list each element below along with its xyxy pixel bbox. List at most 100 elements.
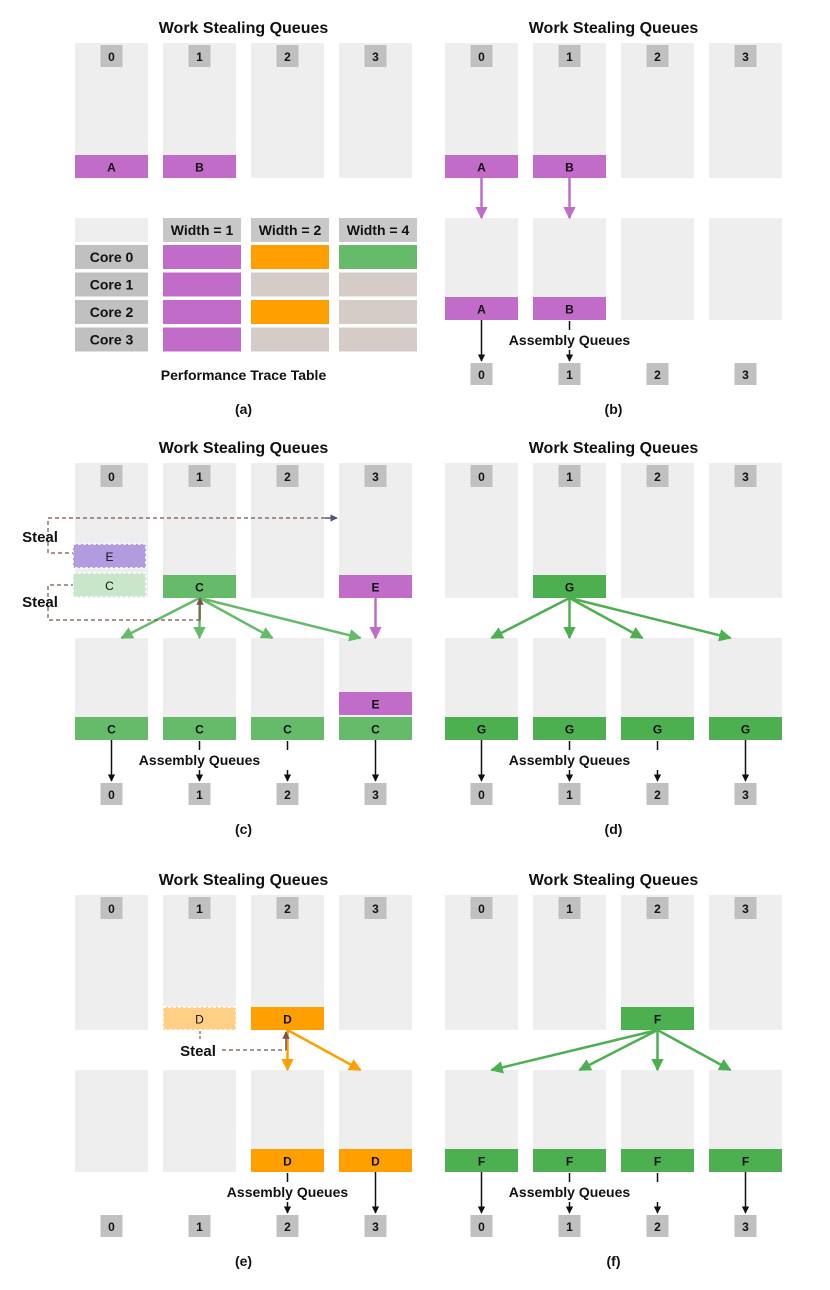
queue-id-badge (734, 465, 757, 487)
queue-id-badge (470, 897, 493, 919)
task-c-bar (163, 575, 236, 598)
task-a-label: A (107, 161, 116, 175)
assembled-task-a-bar (445, 297, 518, 320)
queue-id-badge (734, 897, 757, 919)
assembled-task-d-bar (339, 1149, 412, 1172)
task-g-bar (533, 575, 606, 598)
task-b-bar (163, 155, 236, 178)
assembled-task-f-label: F (742, 1155, 749, 1169)
assembled-task-f-label: F (566, 1155, 573, 1169)
table-header-cell (163, 218, 241, 242)
assembled-task-f-label: F (654, 1155, 661, 1169)
queue-id-badge (188, 783, 211, 805)
queue-id-badge (276, 45, 299, 67)
table-header-cell (251, 218, 329, 242)
queue-id-badge (276, 897, 299, 919)
panel-title: Work Stealing Queues (529, 872, 699, 889)
queue-id-label: 2 (654, 1220, 661, 1234)
steal-label: Steal (22, 529, 58, 546)
queue-id-label: 2 (654, 788, 661, 802)
queue-id-badge (276, 1215, 299, 1237)
steal-annotations-e: Steal (180, 1031, 290, 1060)
table-cell-empty (339, 272, 417, 297)
queue-id-badge (558, 1215, 581, 1237)
assembled-task-c-label: C (195, 723, 204, 737)
assembled-task-g-label: G (741, 723, 750, 737)
dispatch-flow-arrow (656, 1028, 732, 1072)
task-b-bar (533, 155, 606, 178)
queue-id-label: 3 (372, 902, 379, 916)
panel-caption: (e) (235, 1253, 252, 1269)
steal-label: Steal (180, 1043, 216, 1060)
assembled-task-g-label: G (565, 723, 574, 737)
table-corner-cell (75, 218, 148, 242)
table-header-label: Width = 1 (171, 222, 234, 238)
assembled-task-d-label: D (371, 1155, 380, 1169)
queue-id-label: 3 (372, 470, 379, 484)
task-c-label: C (195, 581, 204, 595)
table-cell-empty (251, 327, 329, 352)
assembled-task-f-bar (709, 1149, 782, 1172)
queue-id-label: 0 (108, 50, 115, 64)
task-d-bar (251, 1007, 324, 1030)
queue-id-label: 3 (742, 470, 749, 484)
task-a-bar (75, 155, 148, 178)
assembled-task-d-label: D (283, 1155, 292, 1169)
queue-id-badge (470, 45, 493, 67)
panel-title: Work Stealing Queues (159, 872, 329, 889)
table-cell-purple (163, 327, 241, 352)
queue-id-badge (646, 363, 669, 385)
assembled-task-d-bar (251, 1149, 324, 1172)
queue-id-badge (100, 783, 123, 805)
queue-id-badge (276, 465, 299, 487)
table-cell-empty (251, 272, 329, 297)
queue-id-label: 3 (742, 788, 749, 802)
steal-path (47, 584, 200, 621)
dispatch-flow-arrow (286, 1028, 362, 1072)
task-e-label: E (371, 581, 379, 595)
stolen-task-ghost-bar (72, 543, 147, 569)
queue-id-label: 1 (196, 470, 203, 484)
table-row-label: Core 0 (90, 249, 134, 265)
queue-id-badge (188, 1215, 211, 1237)
queue-id-badge (558, 465, 581, 487)
assembly-queues-label: Assembly Queues (227, 1184, 349, 1200)
queue-id-label: 1 (566, 1220, 573, 1234)
queue-id-badge (188, 45, 211, 67)
assembly-queues-label: Assembly Queues (509, 1184, 631, 1200)
queue-id-badge (734, 1215, 757, 1237)
queue-id-label: 0 (108, 1220, 115, 1234)
assembled-task-g-label: G (653, 723, 662, 737)
queue-id-label: 3 (742, 368, 749, 382)
assembled-task-b-bar (533, 297, 606, 320)
queue-id-badge (276, 783, 299, 805)
panel-caption: (c) (235, 821, 252, 837)
queue-id-badge (734, 363, 757, 385)
queue-id-label: 2 (654, 902, 661, 916)
panel-caption: (f) (607, 1253, 621, 1269)
queue-id-label: 0 (108, 902, 115, 916)
assembled-task-c-label: C (371, 723, 380, 737)
table-header-cell (339, 218, 417, 242)
table-cell-empty (339, 327, 417, 352)
table-row-label-cell (75, 327, 148, 352)
table-row-label-cell (75, 300, 148, 324)
queue-id-badge (100, 1215, 123, 1237)
table-row-label-cell (75, 245, 148, 269)
queue-id-badge (558, 783, 581, 805)
panel-title: Work Stealing Queues (159, 440, 329, 457)
queue-id-badge (646, 465, 669, 487)
panel-caption: (d) (605, 821, 623, 837)
panel-title: Work Stealing Queues (529, 20, 699, 37)
queue-id-label: 3 (742, 50, 749, 64)
queue-id-label: 2 (284, 50, 291, 64)
panel-caption: (b) (605, 401, 623, 417)
assembly-queue-2 (621, 218, 694, 320)
stolen-task-ghost-label: E (105, 550, 113, 564)
queue-id-label: 3 (372, 788, 379, 802)
